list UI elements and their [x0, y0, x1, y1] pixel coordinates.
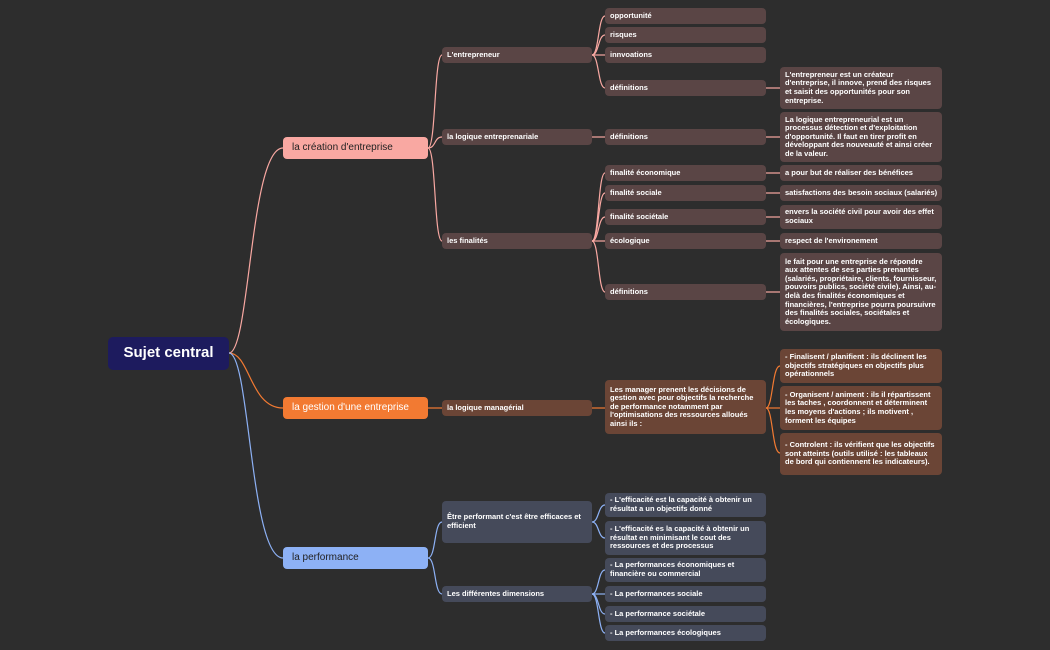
- role-finalisent[interactable]: - Finalisent / planifient : ils déclinen…: [780, 349, 942, 383]
- branch-creation-entreprise[interactable]: la création d'entreprise: [283, 137, 428, 159]
- item-performance-sociale[interactable]: - La performances sociale: [605, 586, 766, 602]
- item-finalite-sociale[interactable]: finalité sociale: [605, 185, 766, 201]
- item-ecologique[interactable]: écologique: [605, 233, 766, 249]
- item-performance-societale[interactable]: - La performance sociétale: [605, 606, 766, 622]
- detail-finalite-economique[interactable]: a pour but de réaliser des bénéfices: [780, 165, 942, 181]
- item-risques[interactable]: risques: [605, 27, 766, 43]
- central-topic[interactable]: Sujet central: [108, 337, 229, 370]
- description-logique-managerial[interactable]: Les manager prenent les décisions de ges…: [605, 380, 766, 434]
- role-controlent[interactable]: - Controlent : ils vérifient que les obj…: [780, 433, 942, 475]
- definition-entrepreneur[interactable]: L'entrepreneur est un créateur d'entrepr…: [780, 67, 942, 109]
- item-definitions-logique[interactable]: définitions: [605, 129, 766, 145]
- item-finalite-economique[interactable]: finalité économique: [605, 165, 766, 181]
- item-definitions-entrepreneur[interactable]: définitions: [605, 80, 766, 96]
- role-organisent[interactable]: - Organisent / animent : ils il répartis…: [780, 386, 942, 430]
- detail-finalite-societale[interactable]: envers la société civil pour avoir des e…: [780, 205, 942, 229]
- item-definitions-finalites[interactable]: définitions: [605, 284, 766, 300]
- item-finalite-societale[interactable]: finalité sociétale: [605, 209, 766, 225]
- branch-performance[interactable]: la performance: [283, 547, 428, 569]
- item-performance-economique[interactable]: - La performances économiques et financi…: [605, 558, 766, 582]
- item-performance-ecologique[interactable]: - La performances écologiques: [605, 625, 766, 641]
- topic-entrepreneur[interactable]: L'entrepreneur: [442, 47, 592, 63]
- topic-differentes-dimensions[interactable]: Les différentes dimensions: [442, 586, 592, 602]
- item-innovations[interactable]: innvoations: [605, 47, 766, 63]
- topic-logique-managerial[interactable]: la logique managérial: [442, 400, 592, 416]
- topic-finalites[interactable]: les finalités: [442, 233, 592, 249]
- item-efficacite[interactable]: - L'efficacité est la capacité à obtenir…: [605, 493, 766, 517]
- item-efficience[interactable]: - L'efficacité es la capacité à obtenir …: [605, 521, 766, 555]
- item-opportunite[interactable]: opportunité: [605, 8, 766, 24]
- definition-logique-entreprenariale[interactable]: La logique entrepreneurial est un proces…: [780, 112, 942, 162]
- topic-etre-performant[interactable]: Être performant c'est être efficaces et …: [442, 501, 592, 543]
- detail-finalite-sociale[interactable]: satisfactions des besoin sociaux (salari…: [780, 185, 942, 201]
- branch-gestion-entreprise[interactable]: la gestion d'une entreprise: [283, 397, 428, 419]
- topic-logique-entreprenariale[interactable]: la logique entreprenariale: [442, 129, 592, 145]
- detail-definitions-finalites[interactable]: le fait pour une entreprise de répondre …: [780, 253, 942, 331]
- detail-ecologique[interactable]: respect de l'environement: [780, 233, 942, 249]
